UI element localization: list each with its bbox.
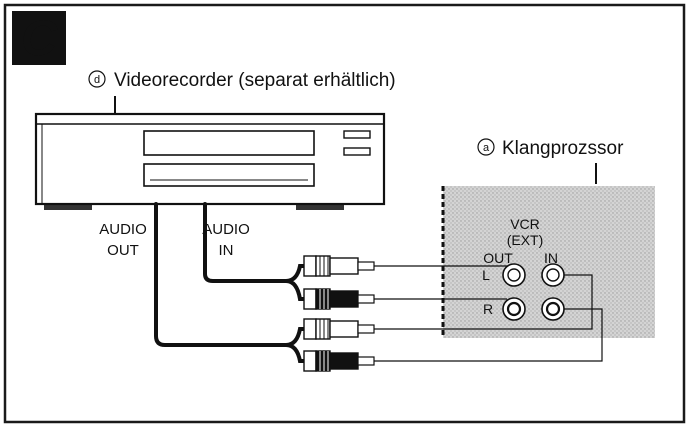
- rca-plug-audio-1: [303, 255, 375, 277]
- panel-title-line1: VCR: [510, 216, 540, 232]
- out-label: OUT: [483, 250, 513, 266]
- vcr-marker-circle: [88, 70, 106, 88]
- left-label: L: [482, 267, 490, 283]
- videorecorder: [34, 112, 386, 210]
- rca-plug-audio-3: [303, 318, 375, 340]
- jack-in-l: [541, 263, 565, 287]
- audio-in-label-line2: IN: [219, 242, 234, 259]
- in-label: IN: [544, 250, 558, 266]
- section-letter: C: [21, 10, 58, 66]
- jack-in-r: [541, 297, 565, 321]
- jack-out-r: [502, 297, 526, 321]
- processor-label: Klangprozssor: [502, 138, 624, 159]
- vcr-marker: d: [94, 74, 100, 86]
- jack-out-l: [502, 263, 526, 287]
- audio-out-label-line1: AUDIO: [99, 221, 147, 238]
- audio-out-label-line2: OUT: [107, 242, 139, 259]
- vcr-label: Videorecorder (separat erhältlich): [114, 70, 396, 91]
- section-badge: [12, 11, 66, 65]
- audio-in-label-line1: AUDIO: [202, 221, 250, 238]
- rca-plug-audio-2: [303, 288, 375, 310]
- signal-wires: [374, 265, 603, 362]
- vcr-cables: [154, 202, 306, 363]
- processor-marker: a: [483, 142, 490, 154]
- rca-plug-audio-4: [303, 350, 375, 372]
- panel-title-line2: (EXT): [507, 232, 544, 248]
- right-label: R: [483, 301, 493, 317]
- processor-marker-circle: [477, 138, 495, 156]
